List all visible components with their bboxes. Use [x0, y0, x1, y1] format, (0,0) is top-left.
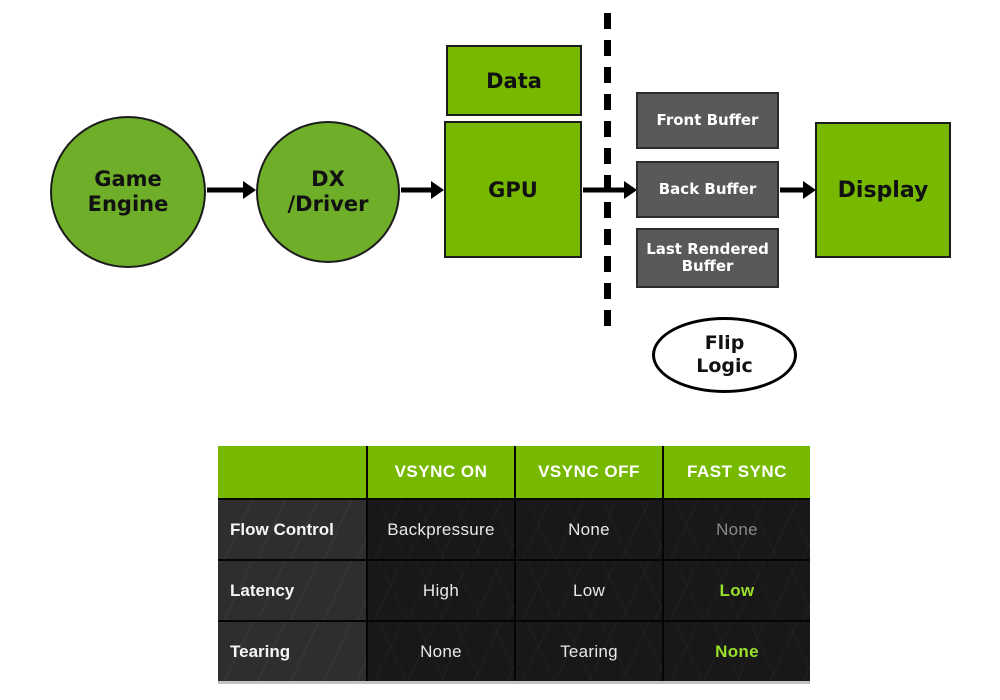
arrow-shaft	[780, 187, 805, 193]
row-label-flow-control: Flow Control	[218, 500, 366, 559]
header-fast-sync: FAST SYNC	[664, 446, 810, 498]
arrow-head	[243, 181, 256, 199]
header-vsync-on: VSYNC ON	[368, 446, 514, 498]
cell-latency-vsync-on: High	[368, 561, 514, 620]
game-engine-node: Game Engine	[50, 116, 206, 268]
dx-driver-node: DX /Driver	[256, 121, 400, 263]
display-node: Display	[815, 122, 951, 258]
cell-latency-vsync-off: Low	[516, 561, 662, 620]
flip-logic-node: Flip Logic	[652, 317, 797, 393]
cell-tearing-vsync-off: Tearing	[516, 622, 662, 681]
front-buffer-node: Front Buffer	[636, 92, 779, 149]
cell-tearing-vsync-on: None	[368, 622, 514, 681]
cell-tearing-fast-sync: None	[664, 622, 810, 681]
arrow-dx-driver-to-gpu	[401, 181, 444, 199]
gpu-display-boundary-dashed-line	[604, 13, 611, 326]
header-vsync-off: VSYNC OFF	[516, 446, 662, 498]
row-label-tearing: Tearing	[218, 622, 366, 681]
arrow-game-engine-to-dx-driver	[207, 181, 256, 199]
header-empty-cell	[218, 446, 366, 498]
gpu-node: GPU	[444, 121, 582, 258]
row-label-latency: Latency	[218, 561, 366, 620]
arrow-head	[803, 181, 816, 199]
sync-comparison-table: VSYNC ON VSYNC OFF FAST SYNC Flow Contro…	[218, 446, 810, 681]
arrow-shaft	[207, 187, 245, 193]
back-buffer-node: Back Buffer	[636, 161, 779, 218]
cell-flow-control-vsync-on: Backpressure	[368, 500, 514, 559]
arrow-head	[431, 181, 444, 199]
cell-latency-fast-sync: Low	[664, 561, 810, 620]
arrow-shaft	[401, 187, 433, 193]
last-rendered-buffer-node: Last Rendered Buffer	[636, 228, 779, 288]
arrow-back-buffer-to-display	[780, 181, 816, 199]
arrow-head	[624, 181, 637, 199]
data-node: Data	[446, 45, 582, 116]
cell-flow-control-vsync-off: None	[516, 500, 662, 559]
cell-flow-control-fast-sync: None	[664, 500, 810, 559]
